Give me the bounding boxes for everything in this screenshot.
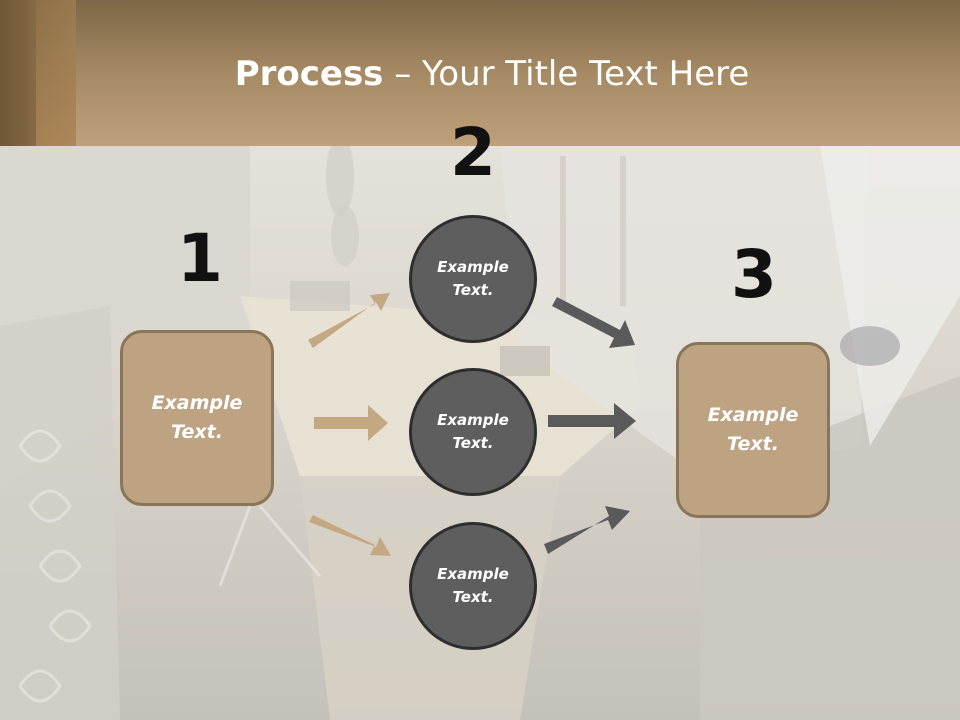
step-3-label: Example Text.: [707, 404, 799, 455]
arrow-1-to-2-middle: [314, 405, 388, 441]
step-number-3: 3: [731, 236, 777, 313]
arrow-2-bottom-to-3: [544, 506, 630, 554]
step-number-1: 1: [177, 220, 223, 297]
step-number-2: 2: [450, 114, 496, 191]
arrow-2-top-to-3: [552, 297, 635, 348]
step-2-circle-top[interactable]: Example Text.: [409, 215, 537, 343]
gray-arrows: [544, 297, 636, 554]
arrow-1-to-2-top: [308, 293, 390, 348]
arrow-2-middle-to-3: [548, 403, 636, 439]
step-3-box[interactable]: Example Text.: [676, 342, 830, 518]
step-2-circle-bottom[interactable]: Example Text.: [409, 522, 537, 650]
tan-arrows: [308, 293, 391, 556]
step-2-bottom-label: Example Text.: [437, 565, 509, 606]
step-2-middle-label: Example Text.: [437, 411, 509, 452]
step-2-top-label: Example Text.: [437, 258, 509, 299]
step-1-box[interactable]: Example Text.: [120, 330, 274, 506]
office-photo-shapes: [0, 146, 960, 720]
header-band: [0, 0, 960, 146]
header-accent-stripe: [36, 0, 76, 146]
step-2-circle-middle[interactable]: Example Text.: [409, 368, 537, 496]
title-bold: Process: [234, 54, 384, 94]
title-rest: – Your Title Text Here: [383, 54, 750, 94]
arrow-1-to-2-bottom: [309, 515, 391, 556]
step-1-label: Example Text.: [151, 392, 243, 443]
slide-title[interactable]: Process – Your Title Text Here: [0, 52, 960, 96]
